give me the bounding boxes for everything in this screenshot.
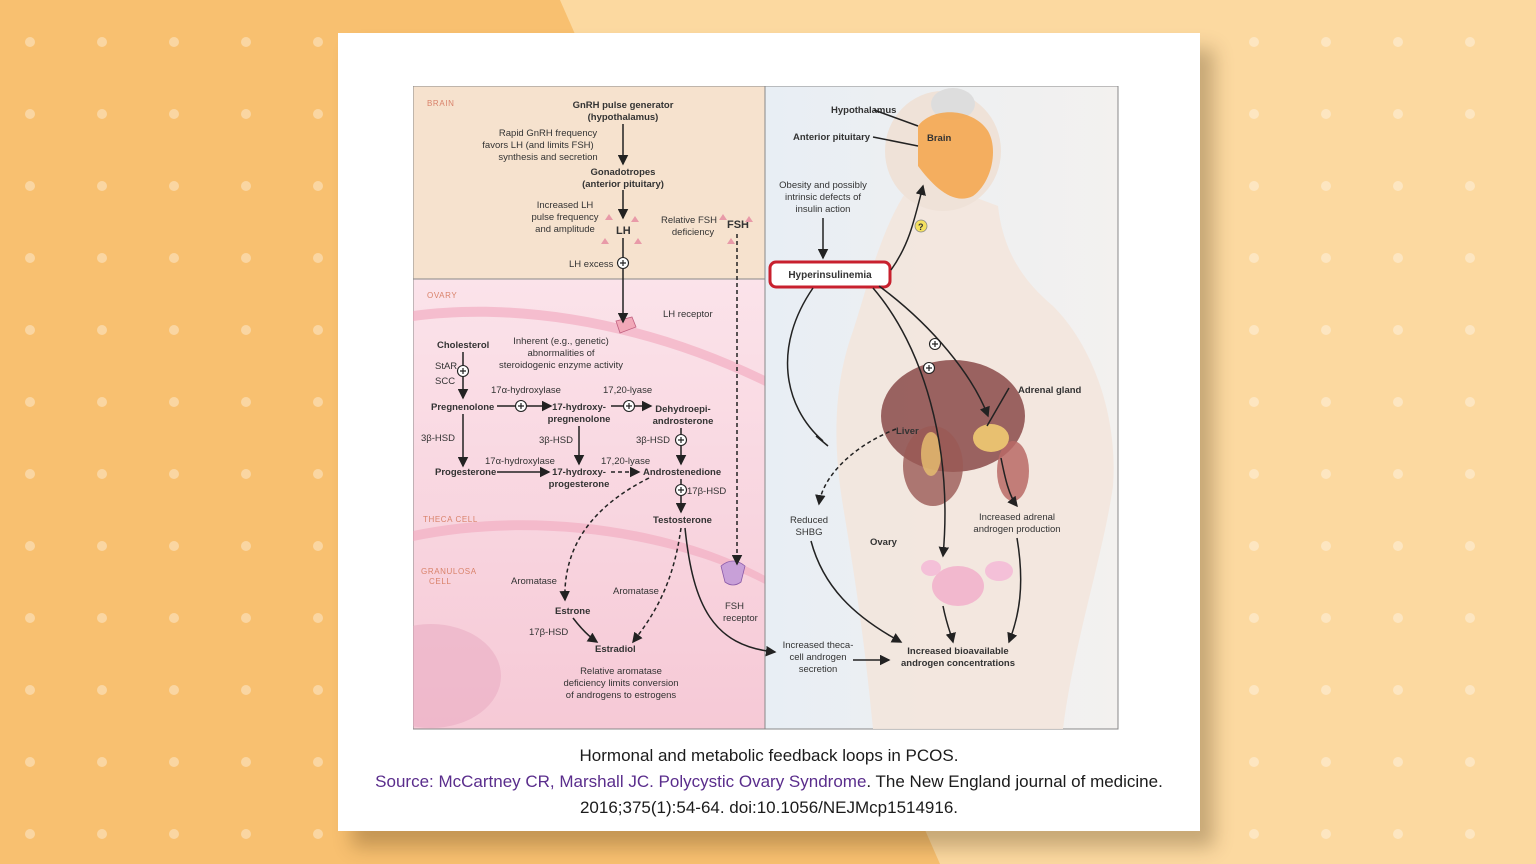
scc-label: SCC: [435, 376, 455, 387]
increased-lh-3: and amplitude: [535, 224, 595, 235]
theca-secretion-2: cell androgen: [789, 652, 846, 663]
relative-fsh-1: Relative FSH: [661, 215, 717, 226]
relative-aromatase-2: deficiency limits conversion: [563, 678, 678, 689]
hydroxy-pregnenolone-2: pregnenolone: [548, 414, 611, 425]
gonadotropes-label-2: (anterior pituitary): [582, 179, 664, 190]
section-granulosa-1: GRANULOSA: [421, 567, 477, 576]
caption-doi: 2016;375(1):54-64. doi:10.1056/NEJMcp151…: [579, 798, 959, 817]
hydroxy-progesterone-2: progesterone: [549, 479, 610, 490]
androstenedione: Androstenedione: [643, 467, 721, 478]
cholesterol: Cholesterol: [437, 340, 489, 351]
hypothalamus-label: Hypothalamus: [831, 105, 896, 116]
hyperinsulinemia-highlight: [768, 260, 892, 289]
gnrh-label-2: (hypothalamus): [588, 112, 659, 123]
theca-secretion-1: Increased theca-: [783, 640, 854, 651]
adrenal-gland-label: Adrenal gland: [1018, 385, 1082, 396]
star-label: StAR: [435, 361, 457, 372]
lh-receptor-label: LH receptor: [663, 309, 713, 320]
testosterone: Testosterone: [653, 515, 712, 526]
section-ovary: OVARY: [427, 291, 457, 300]
brain-region: [413, 86, 766, 280]
caption-source: Source: McCartney CR, Marshall JC. Polyc…: [338, 772, 1200, 792]
relative-aromatase-1: Relative aromatase: [580, 666, 662, 677]
anterior-pituitary-label: Anterior pituitary: [793, 132, 871, 143]
hsd17-2: 17β-HSD: [529, 627, 568, 638]
aromatase-1: Aromatase: [511, 576, 557, 587]
increased-lh-2: pulse frequency: [531, 212, 598, 223]
increased-lh-1: Increased LH: [537, 200, 594, 211]
reduced-shbg-2: SHBG: [796, 527, 823, 538]
theca-secretion-3: secretion: [799, 664, 838, 675]
rapid-label-3: synthesis and secretion: [498, 152, 597, 163]
lh-node: LH: [616, 225, 631, 237]
source-journal: . The New England journal of medicine.: [866, 772, 1163, 791]
hsd-1: 3β-HSD: [421, 433, 455, 444]
liver-label: Liver: [896, 426, 919, 437]
question-mark: ?: [918, 222, 924, 232]
obesity-3: insulin action: [796, 204, 851, 215]
body-illustration: [836, 88, 1114, 729]
hyperinsulinemia-label: Hyperinsulinemia: [788, 270, 872, 281]
ovary-label: Ovary: [870, 537, 898, 548]
relative-aromatase-3: of androgens to estrogens: [566, 690, 677, 701]
adrenal-production-1: Increased adrenal: [979, 512, 1055, 523]
bioavailable-1: Increased bioavailable: [907, 646, 1008, 657]
hydroxy-pregnenolone-1: 17-hydroxy-: [552, 402, 606, 413]
pcos-diagram: BRAIN OVARY THECA CELL GRANULOSA CELL Gn…: [413, 86, 1119, 730]
hsd17-1: 17β-HSD: [687, 486, 726, 497]
hydroxylase-1: 17α-hydroxylase: [491, 385, 561, 396]
hydroxylase-2: 17α-hydroxylase: [485, 456, 555, 467]
section-brain: BRAIN: [427, 99, 454, 108]
gonadotropes-label: Gonadotropes: [591, 167, 656, 178]
lyase-2: 17,20-lyase: [601, 456, 650, 467]
section-theca: THECA CELL: [423, 515, 478, 524]
relative-fsh-2: deficiency: [672, 227, 714, 238]
pregnenolone: Pregnenolone: [431, 402, 494, 413]
bioavailable-2: androgen concentrations: [901, 658, 1015, 669]
lyase-1: 17,20-lyase: [603, 385, 652, 396]
section-granulosa-2: CELL: [429, 577, 451, 586]
dhea-1: Dehydroepi-: [655, 404, 710, 415]
aromatase-2: Aromatase: [613, 586, 659, 597]
rapid-label-1: Rapid GnRH frequency: [499, 128, 597, 139]
estradiol: Estradiol: [595, 644, 636, 655]
brain-label: Brain: [927, 133, 951, 144]
rapid-label-2: favors LH (and limits FSH): [482, 140, 593, 151]
source-link[interactable]: Source: McCartney CR, Marshall JC. Polyc…: [375, 772, 867, 791]
estrone: Estrone: [555, 606, 590, 617]
inherent-2: abnormalities of: [527, 348, 594, 359]
gnrh-label: GnRH pulse generator: [573, 100, 674, 111]
caption-title: Hormonal and metabolic feedback loops in…: [579, 746, 959, 765]
lh-excess-label: LH excess: [569, 259, 614, 270]
dhea-2: androsterone: [653, 416, 714, 427]
obesity-1: Obesity and possibly: [779, 180, 867, 191]
fsh-node: FSH: [727, 219, 749, 231]
obesity-2: intrinsic defects of: [785, 192, 861, 203]
adrenal-production-2: androgen production: [973, 524, 1060, 535]
hydroxy-progesterone-1: 17-hydroxy-: [552, 467, 606, 478]
reduced-shbg-1: Reduced: [790, 515, 828, 526]
fsh-receptor-2: receptor: [723, 613, 758, 624]
inherent-3: steroidogenic enzyme activity: [499, 360, 623, 371]
granulosa-nucleus: [413, 624, 501, 728]
inherent-1: Inherent (e.g., genetic): [513, 336, 609, 347]
hsd-2: 3β-HSD: [539, 435, 573, 446]
hsd-3: 3β-HSD: [636, 435, 670, 446]
fsh-receptor-icon: [720, 560, 746, 586]
progesterone: Progesterone: [435, 467, 496, 478]
fsh-receptor-1: FSH: [725, 601, 744, 612]
